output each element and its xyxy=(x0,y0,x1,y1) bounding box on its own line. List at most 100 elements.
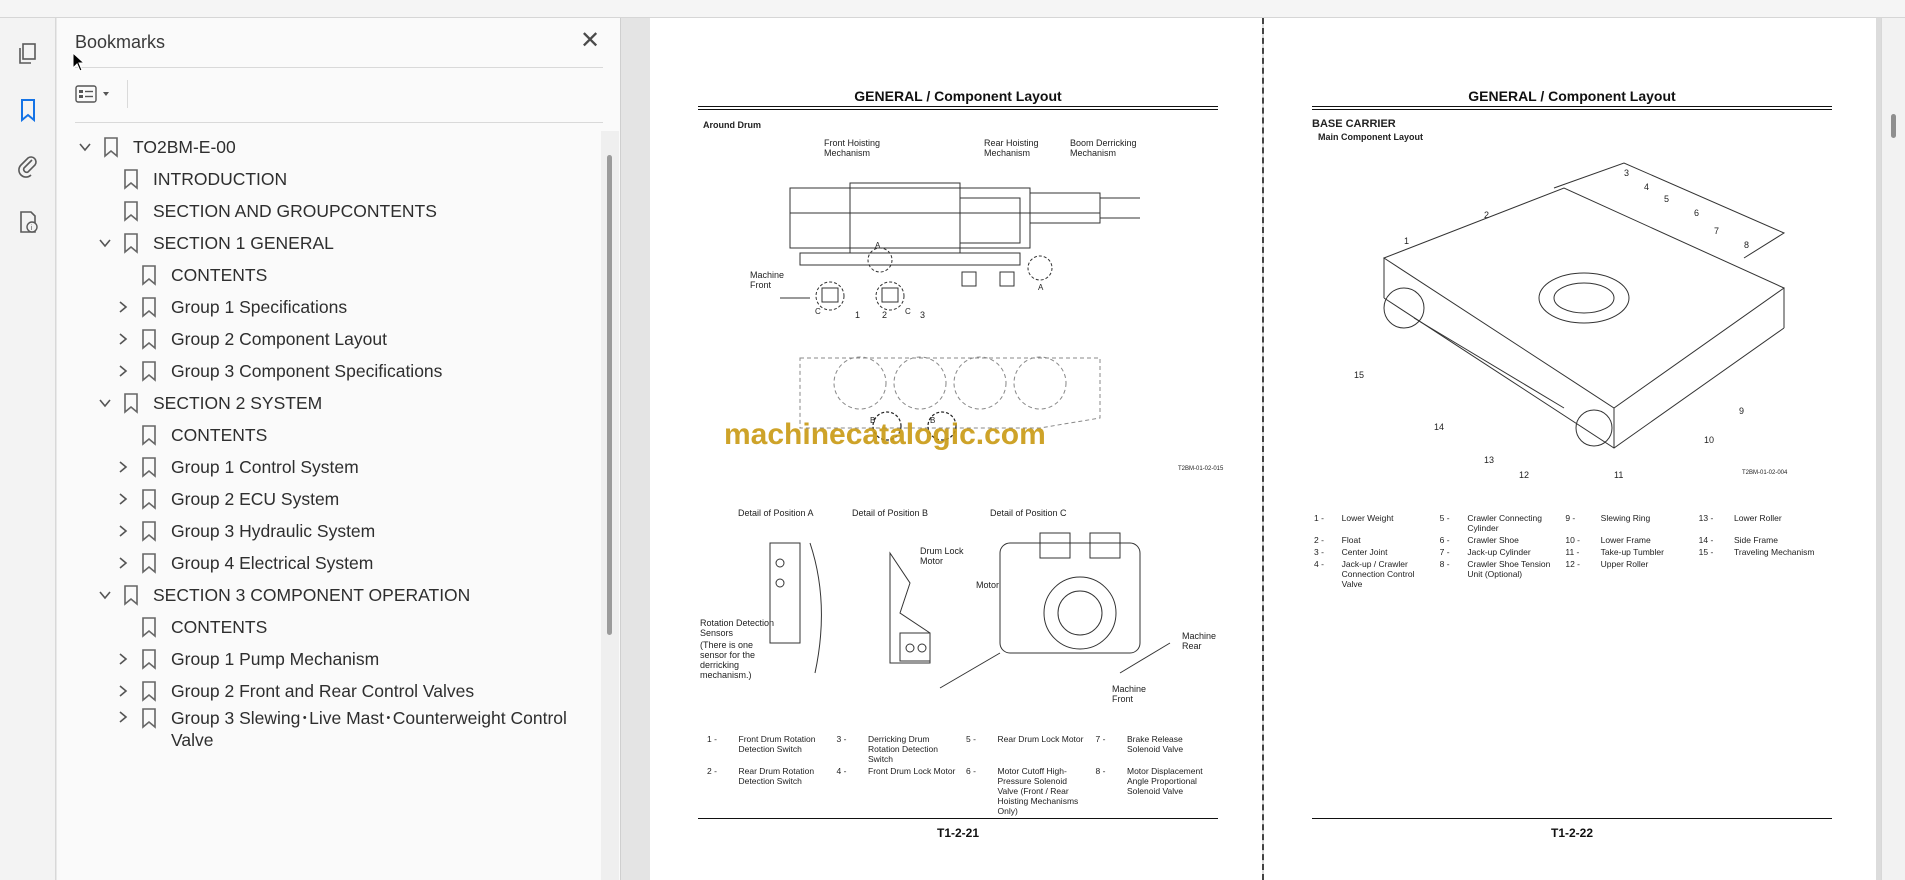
svg-text:13: 13 xyxy=(1484,455,1494,465)
legend-text: Front Drum Rotation Detection Switch xyxy=(738,734,816,754)
chevron-down-icon[interactable] xyxy=(95,585,115,605)
panel-scrollbar[interactable] xyxy=(601,131,619,880)
bookmark-item[interactable]: Group 3 Hydraulic System xyxy=(113,515,375,547)
bookmark-item[interactable]: Group 2 Component Layout xyxy=(113,323,387,355)
legend-text: Lower Frame xyxy=(1600,535,1651,545)
svg-text:4: 4 xyxy=(1644,182,1649,192)
bookmark-icon xyxy=(123,584,139,606)
legend-number: 3 - xyxy=(1314,547,1324,557)
watermark: machinecatalogic.com xyxy=(724,418,1046,451)
chevron-down-icon[interactable] xyxy=(75,137,95,157)
legend-text: Take-up Tumbler xyxy=(1600,547,1664,557)
label: Front Hoisting Mechanism xyxy=(824,138,881,158)
rule xyxy=(1312,106,1832,107)
bookmark-icon xyxy=(141,680,157,702)
attachment-icon[interactable] xyxy=(12,150,44,182)
scrollbar-thumb[interactable] xyxy=(607,155,612,635)
bookmark-item[interactable]: TO2BM-E-00 xyxy=(75,131,236,163)
legend-number: 8 - xyxy=(1439,559,1450,569)
legend-text: Traveling Mechanism xyxy=(1734,547,1815,557)
close-icon[interactable]: ✕ xyxy=(579,27,601,54)
legend-number: 6 - xyxy=(1439,535,1450,545)
svg-text:1: 1 xyxy=(855,310,860,318)
spacer xyxy=(113,425,133,445)
chevron-right-icon[interactable] xyxy=(113,649,133,669)
bookmark-icon xyxy=(141,707,157,729)
bookmark-label: SECTION 1 GENERAL xyxy=(153,232,334,253)
scrollbar-thumb[interactable] xyxy=(1891,114,1896,138)
bookmark-item[interactable]: Group 1 Pump Mechanism xyxy=(113,643,379,675)
chevron-right-icon[interactable] xyxy=(113,489,133,509)
bookmark-icon xyxy=(123,232,139,254)
rule xyxy=(698,818,1218,819)
legend-number: 11 - xyxy=(1565,547,1580,557)
label: Motor xyxy=(976,580,1000,590)
spacer xyxy=(113,265,133,285)
chevron-right-icon[interactable] xyxy=(113,297,133,317)
chevron-down-icon[interactable] xyxy=(95,393,115,413)
bookmark-icon xyxy=(141,552,157,574)
panel-splitter[interactable]: ◀ xyxy=(620,18,1264,880)
bookmark-label: SECTION 2 SYSTEM xyxy=(153,392,323,413)
detail-b-label: Detail of Position B xyxy=(852,508,929,518)
legend-text: Jack-up / Crawler Connection Control Val… xyxy=(1341,559,1415,589)
legend-text: Crawler Connecting Cylinder xyxy=(1467,513,1542,533)
bookmark-item[interactable]: INTRODUCTION xyxy=(95,163,287,195)
bookmark-item[interactable]: CONTENTS xyxy=(113,259,267,291)
chevron-right-icon[interactable] xyxy=(113,329,133,349)
svg-text:i: i xyxy=(31,225,33,232)
legend-text: Upper Roller xyxy=(1600,559,1649,569)
svg-text:12: 12 xyxy=(1519,470,1529,478)
legend-number: 12 - xyxy=(1565,559,1580,569)
bookmark-icon xyxy=(141,520,157,542)
bookmark-item[interactable]: CONTENTS xyxy=(113,611,267,643)
list-options-icon xyxy=(75,85,97,103)
bookmark-item[interactable]: SECTION 3 COMPONENT OPERATION xyxy=(95,579,470,611)
svg-text:5: 5 xyxy=(1664,194,1669,204)
bookmark-item[interactable]: Group 3 Slewing･Live Mast･Counterweight … xyxy=(113,707,571,755)
bookmark-item[interactable]: SECTION 1 GENERAL xyxy=(95,227,334,259)
document-scrollbar[interactable] xyxy=(1881,18,1905,880)
legend-text: Motor Cutoff High-Pressure Solenoid Valv… xyxy=(997,766,1079,816)
chevron-down-icon[interactable] xyxy=(95,233,115,253)
label: Boom Derricking Mechanism xyxy=(1070,138,1137,158)
document-view[interactable]: GENERAL / Component Layout Around Drum F… xyxy=(650,18,1881,880)
chevron-right-icon[interactable] xyxy=(113,707,133,727)
chevron-right-icon[interactable] xyxy=(113,681,133,701)
label: Rotation Detection Sensors xyxy=(700,618,775,638)
bookmark-item[interactable]: Group 2 ECU System xyxy=(113,483,339,515)
svg-text:B: B xyxy=(930,416,935,425)
chevron-right-icon[interactable] xyxy=(113,457,133,477)
bookmark-item[interactable]: Group 1 Control System xyxy=(113,451,359,483)
bookmark-item[interactable]: Group 3 Component Specifications xyxy=(113,355,442,387)
pages-icon[interactable] xyxy=(12,38,44,70)
bookmark-item[interactable]: SECTION AND GROUPCONTENTS xyxy=(95,195,437,227)
chevron-right-icon[interactable] xyxy=(113,361,133,381)
bookmark-item[interactable]: CONTENTS xyxy=(113,419,267,451)
chevron-right-icon[interactable] xyxy=(113,521,133,541)
bookmark-item[interactable]: Group 2 Front and Rear Control Valves xyxy=(113,675,474,707)
legend-text: Float xyxy=(1341,535,1361,545)
chevron-right-icon[interactable] xyxy=(113,553,133,573)
label: Machine Rear xyxy=(1182,631,1217,651)
bookmark-item[interactable]: SECTION 2 SYSTEM xyxy=(95,387,322,419)
document-info-icon[interactable]: i xyxy=(12,206,44,238)
crawler-diagram: B B 4 5 xyxy=(799,356,1101,441)
legend-text: Brake Release Solenoid Valve xyxy=(1127,734,1184,754)
legend-text: Derricking Drum Rotation Detection Switc… xyxy=(868,734,938,764)
bookmark-icon[interactable] xyxy=(12,94,44,126)
page-footer: T1-2-22 xyxy=(1550,826,1594,840)
svg-text:15: 15 xyxy=(1354,370,1364,380)
label: Machine Front xyxy=(1112,684,1147,704)
bookmark-options-button[interactable] xyxy=(75,80,123,108)
legend-number: 15 - xyxy=(1698,547,1714,557)
top-toolbar xyxy=(0,0,1905,18)
legend-number: 13 - xyxy=(1698,513,1714,523)
bookmark-item[interactable]: Group 4 Electrical System xyxy=(113,547,373,579)
bookmark-item[interactable]: Group 1 Specifications xyxy=(113,291,347,323)
